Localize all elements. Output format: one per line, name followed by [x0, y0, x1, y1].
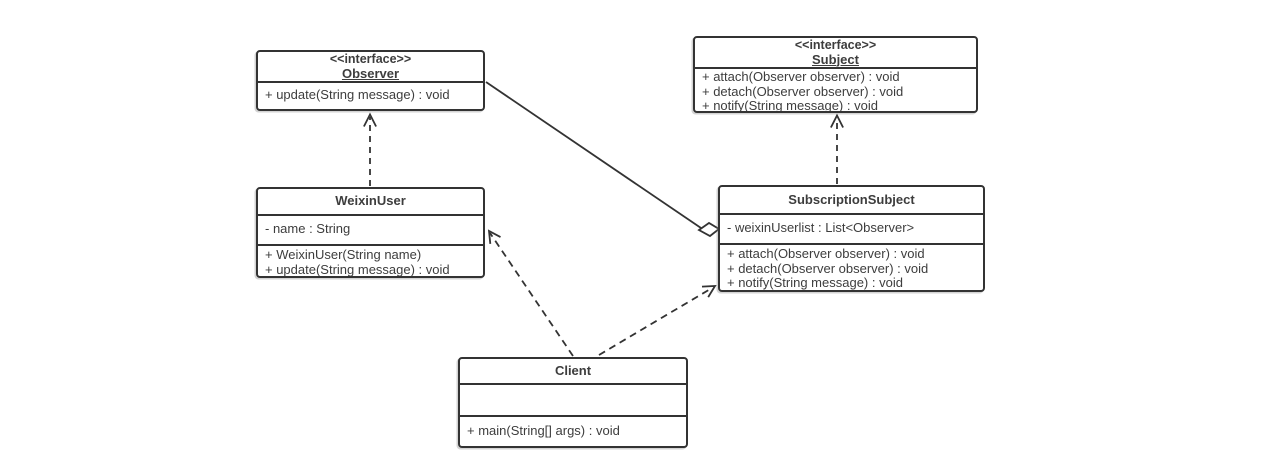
method-item: + notify(String message) : void: [702, 98, 878, 111]
stereotype-label: <<interface>>: [794, 38, 877, 52]
method-item: + main(String[] args) : void: [467, 423, 620, 438]
class-box-observer[interactable]: <<interface>> Observer + update(String m…: [256, 50, 485, 111]
class-title-observer: <<interface>> Observer: [258, 52, 483, 81]
stereotype-label: <<interface>>: [329, 52, 412, 66]
class-box-client[interactable]: Client + main(String[] args) : void: [458, 357, 688, 448]
class-name: WeixinUser: [335, 193, 406, 209]
class-name: Client: [554, 362, 592, 378]
attribute-item: - name : String: [265, 221, 351, 236]
class-title-subject: <<interface>> Subject: [695, 38, 976, 67]
methods-compartment: + attach(Observer observer) : void + det…: [720, 243, 983, 290]
class-title-client: Client: [460, 359, 686, 383]
class-title-subscriptionsubject: SubscriptionSubject: [720, 187, 983, 213]
class-name: Subject: [812, 51, 859, 67]
method-item: + attach(Observer observer) : void: [702, 69, 900, 84]
method-item: + WeixinUser(String name): [265, 247, 422, 262]
class-name: Observer: [341, 65, 400, 81]
class-box-subscriptionsubject[interactable]: SubscriptionSubject - weixinUserlist : L…: [718, 185, 985, 292]
method-item: + detach(Observer observer) : void: [727, 260, 929, 276]
methods-compartment: + main(String[] args) : void: [460, 415, 686, 446]
class-title-weixinuser: WeixinUser: [258, 189, 483, 214]
class-box-subject[interactable]: <<interface>> Subject + attach(Observer …: [693, 36, 978, 113]
attributes-compartment: - weixinUserlist : List<Observer>: [720, 213, 983, 243]
method-item: + detach(Observer observer) : void: [702, 83, 904, 99]
attributes-compartment: [460, 383, 686, 415]
dependency-client-weixinuser[interactable]: [487, 229, 574, 357]
aggregation-subscriptionsubject-observer[interactable]: [485, 81, 721, 238]
method-item: + notify(String message) : void: [727, 275, 903, 290]
class-name: SubscriptionSubject: [788, 191, 915, 207]
method-item: + update(String message) : void: [265, 87, 450, 102]
realization-weixinuser-observer[interactable]: [363, 112, 377, 187]
methods-compartment: + update(String message) : void: [258, 81, 483, 109]
class-box-weixinuser[interactable]: WeixinUser - name : String + WeixinUser(…: [256, 187, 485, 278]
attributes-compartment: - name : String: [258, 214, 483, 244]
dependency-client-subscriptionsubject[interactable]: [598, 285, 717, 356]
method-item: + attach(Observer observer) : void: [727, 246, 925, 261]
methods-compartment: + WeixinUser(String name) + update(Strin…: [258, 244, 483, 276]
attribute-item: - weixinUserlist : List<Observer>: [727, 220, 915, 235]
hollow-diamond-marker: [697, 221, 721, 238]
realization-subscriptionsubject-subject[interactable]: [830, 113, 844, 185]
method-item: + update(String message) : void: [265, 261, 450, 276]
methods-compartment: + attach(Observer observer) : void + det…: [695, 67, 976, 111]
